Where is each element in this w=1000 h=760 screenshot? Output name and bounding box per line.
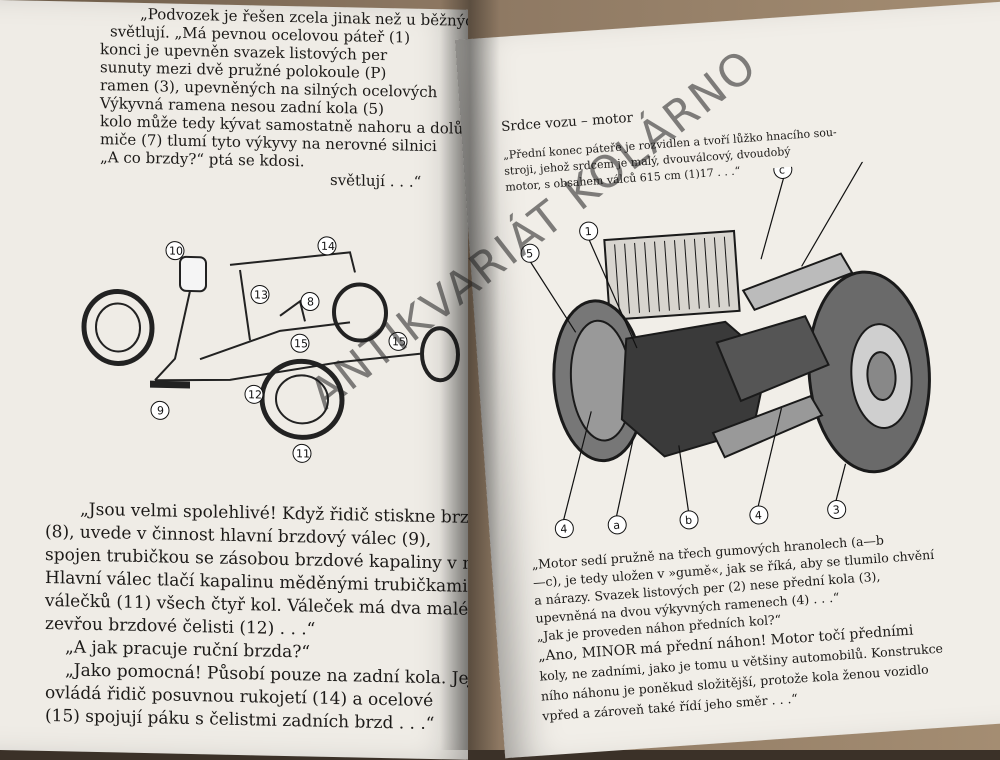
book-gutter-shadow xyxy=(440,0,500,750)
diagram-label: 8 xyxy=(307,295,314,308)
diagram-label: c xyxy=(778,163,785,176)
diagram-label: 10 xyxy=(169,245,183,258)
diagram-label: a xyxy=(613,519,621,532)
diagram-label: 11 xyxy=(296,447,310,460)
engine-front-axle-diagram: 2 c 1 5 4 a b 4 3 xyxy=(520,156,931,539)
diagram-label: 3 xyxy=(832,503,840,516)
left-top-line: světlují . . .“ xyxy=(330,170,422,191)
diagram-label: 4 xyxy=(560,522,568,535)
diagram-label: 14 xyxy=(321,240,335,253)
left-top-line: „A co brzdy?“ ptá se kdosi. xyxy=(100,148,305,171)
diagram-label: 1 xyxy=(584,225,592,238)
right-heading: Srdce vozu – motor xyxy=(500,109,634,135)
diagram-label: 15 xyxy=(392,335,406,348)
brake-system-diagram: 10 14 13 8 15 15 9 12 11 xyxy=(81,236,460,463)
diagram-label: 13 xyxy=(254,288,268,301)
diagram-label: 4 xyxy=(754,509,762,522)
diagram-label: 9 xyxy=(157,404,164,417)
diagram-label: 15 xyxy=(294,337,308,350)
left-page: „Podvozek je řešen zcela jinak než u běž… xyxy=(0,0,468,760)
diagram-label: 5 xyxy=(526,247,534,260)
diagram-label: 12 xyxy=(248,388,262,401)
diagram-label: b xyxy=(685,514,693,527)
right-page: Srdce vozu – motor „Přední konec páteře … xyxy=(455,0,1000,759)
